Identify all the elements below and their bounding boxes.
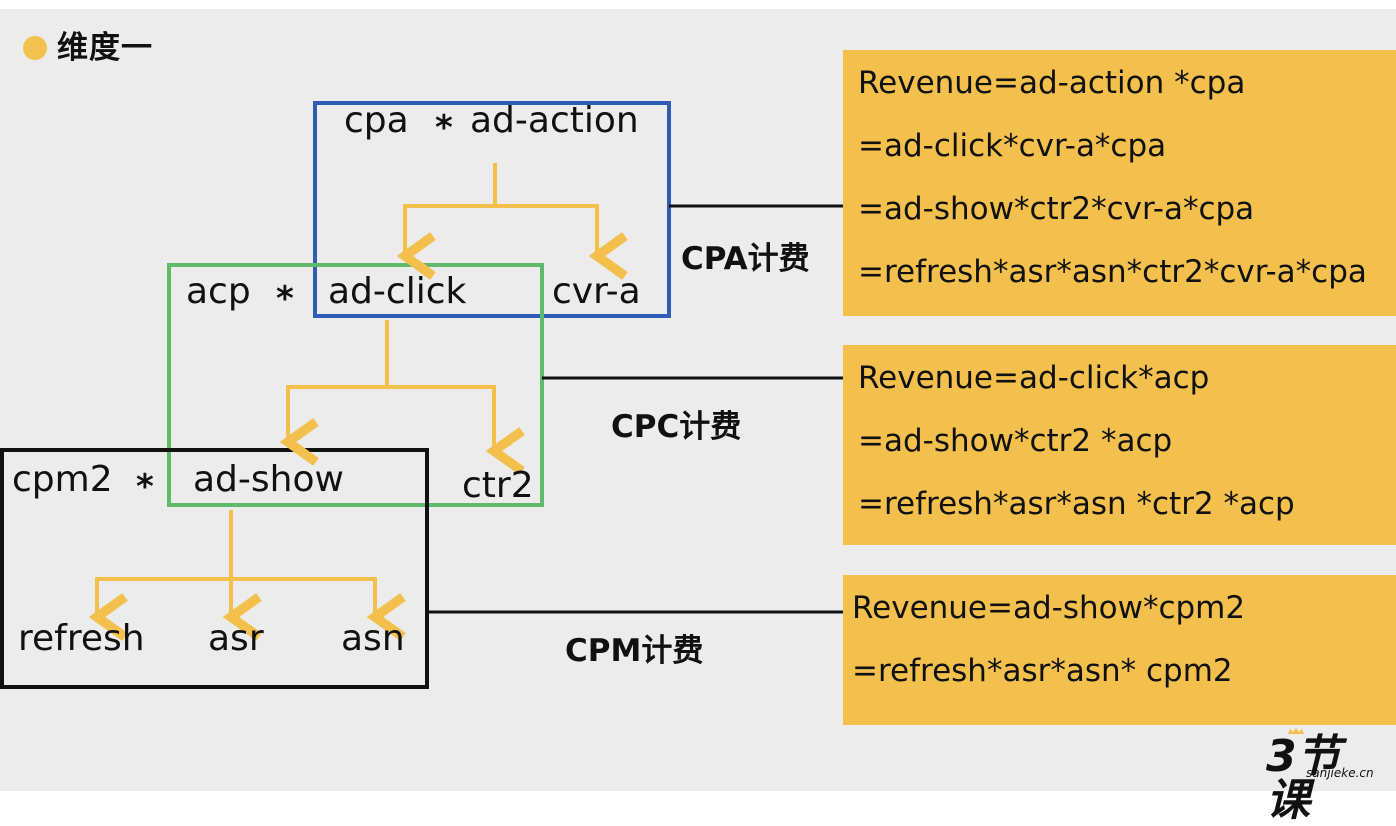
multiply-sign-acp: *	[276, 279, 294, 319]
logo-sub-text: sanjieke.cn	[1306, 766, 1374, 780]
formula-line: Revenue=ad-click*acp	[858, 360, 1210, 396]
formula-line: =ad-click*cvr-a*cpa	[858, 128, 1167, 164]
logo-main-text: 3节课	[1266, 731, 1341, 826]
crown-icon	[1288, 728, 1304, 734]
brand-logo: 3节课 sanjieke.cn	[1254, 727, 1378, 823]
term-ad-show: ad-show	[193, 459, 344, 500]
term-refresh: refresh	[18, 618, 145, 659]
formula-line: =ad-show*ctr2 *acp	[858, 423, 1173, 459]
term-cpa: cpa	[344, 100, 409, 141]
billing-label-cpa: CPA计费	[681, 241, 810, 277]
billing-label-cpc: CPC计费	[611, 409, 742, 445]
formula-box-cpa: Revenue=ad-action *cpa =ad-click*cvr-a*c…	[843, 50, 1396, 316]
formula-line: =refresh*asr*asn *ctr2 *acp	[858, 486, 1295, 522]
formula-line: =refresh*asr*asn*ctr2*cvr-a*cpa	[858, 254, 1367, 290]
title-text: 维度一	[57, 29, 153, 66]
formula-line: Revenue=ad-show*cpm2	[852, 590, 1246, 626]
multiply-sign-cpa: *	[435, 108, 453, 148]
slide: 维度一 cpa * ad-action acp * ad-click cvr-a	[0, 9, 1396, 823]
term-ad-click: ad-click	[328, 271, 467, 312]
term-acp: acp	[186, 271, 251, 312]
term-cvr-a: cvr-a	[552, 271, 641, 312]
formula-line: =ad-show*ctr2*cvr-a*cpa	[858, 191, 1255, 227]
term-cpm2: cpm2	[12, 459, 113, 500]
multiply-sign-cpm2: *	[136, 467, 154, 507]
term-asr: asr	[208, 618, 264, 659]
term-ctr2: ctr2	[462, 465, 534, 506]
term-asn: asn	[341, 618, 405, 659]
billing-label-cpm: CPM计费	[565, 633, 704, 669]
formula-line: =refresh*asr*asn* cpm2	[852, 653, 1233, 689]
formula-box-cpm: Revenue=ad-show*cpm2 =refresh*asr*asn* c…	[843, 575, 1396, 725]
term-ad-action: ad-action	[470, 100, 639, 141]
slide-title: 维度一	[23, 30, 153, 66]
bullet-dot-icon	[23, 36, 47, 60]
formula-line: Revenue=ad-action *cpa	[858, 65, 1246, 101]
formula-box-cpc: Revenue=ad-click*acp =ad-show*ctr2 *acp …	[843, 345, 1396, 545]
